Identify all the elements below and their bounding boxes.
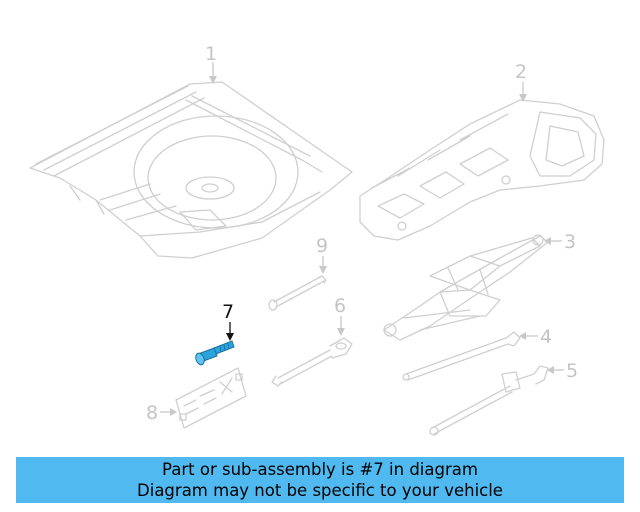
part-5-jack-handle[interactable] [429,365,549,436]
info-banner: Part or sub-assembly is #7 in diagram Di… [16,457,624,503]
parts-diagram: 1 2 3 4 [29,43,605,436]
callout-6[interactable]: 6 [334,295,346,317]
callout-4[interactable]: 4 [540,326,552,348]
leader-5-arrow [547,366,554,374]
banner-line-2: Diagram may not be specific to your vehi… [137,481,503,500]
part-9-rod[interactable] [268,275,327,311]
callout-9[interactable]: 9 [316,235,328,257]
part-4-lug-wrench[interactable] [402,331,521,381]
leader-8-arrow [170,408,177,416]
leader-3-arrow [544,237,551,245]
callout-8[interactable]: 8 [146,402,158,424]
part-6-tow-hook[interactable] [271,337,353,387]
leader-2-arrow [519,94,527,102]
callout-2[interactable]: 2 [515,61,527,83]
leader-7-arrow [226,333,234,341]
banner-line-1: Part or sub-assembly is #7 in diagram [162,460,478,479]
part-3-jack[interactable] [383,234,549,341]
part-7-bolt[interactable] [194,340,235,366]
leader-1-arrow [209,76,217,84]
callout-3[interactable]: 3 [564,231,576,253]
leader-9-arrow [319,266,327,274]
leader-4-arrow [519,332,526,340]
leader-6-arrow [337,328,345,336]
callout-7[interactable]: 7 [222,301,234,323]
part-8-bracket[interactable] [175,367,247,429]
callout-1[interactable]: 1 [205,43,217,65]
callout-5[interactable]: 5 [566,360,578,382]
part-2-tool-tray[interactable] [359,99,605,241]
part-1-trunk-floor[interactable] [29,81,353,259]
